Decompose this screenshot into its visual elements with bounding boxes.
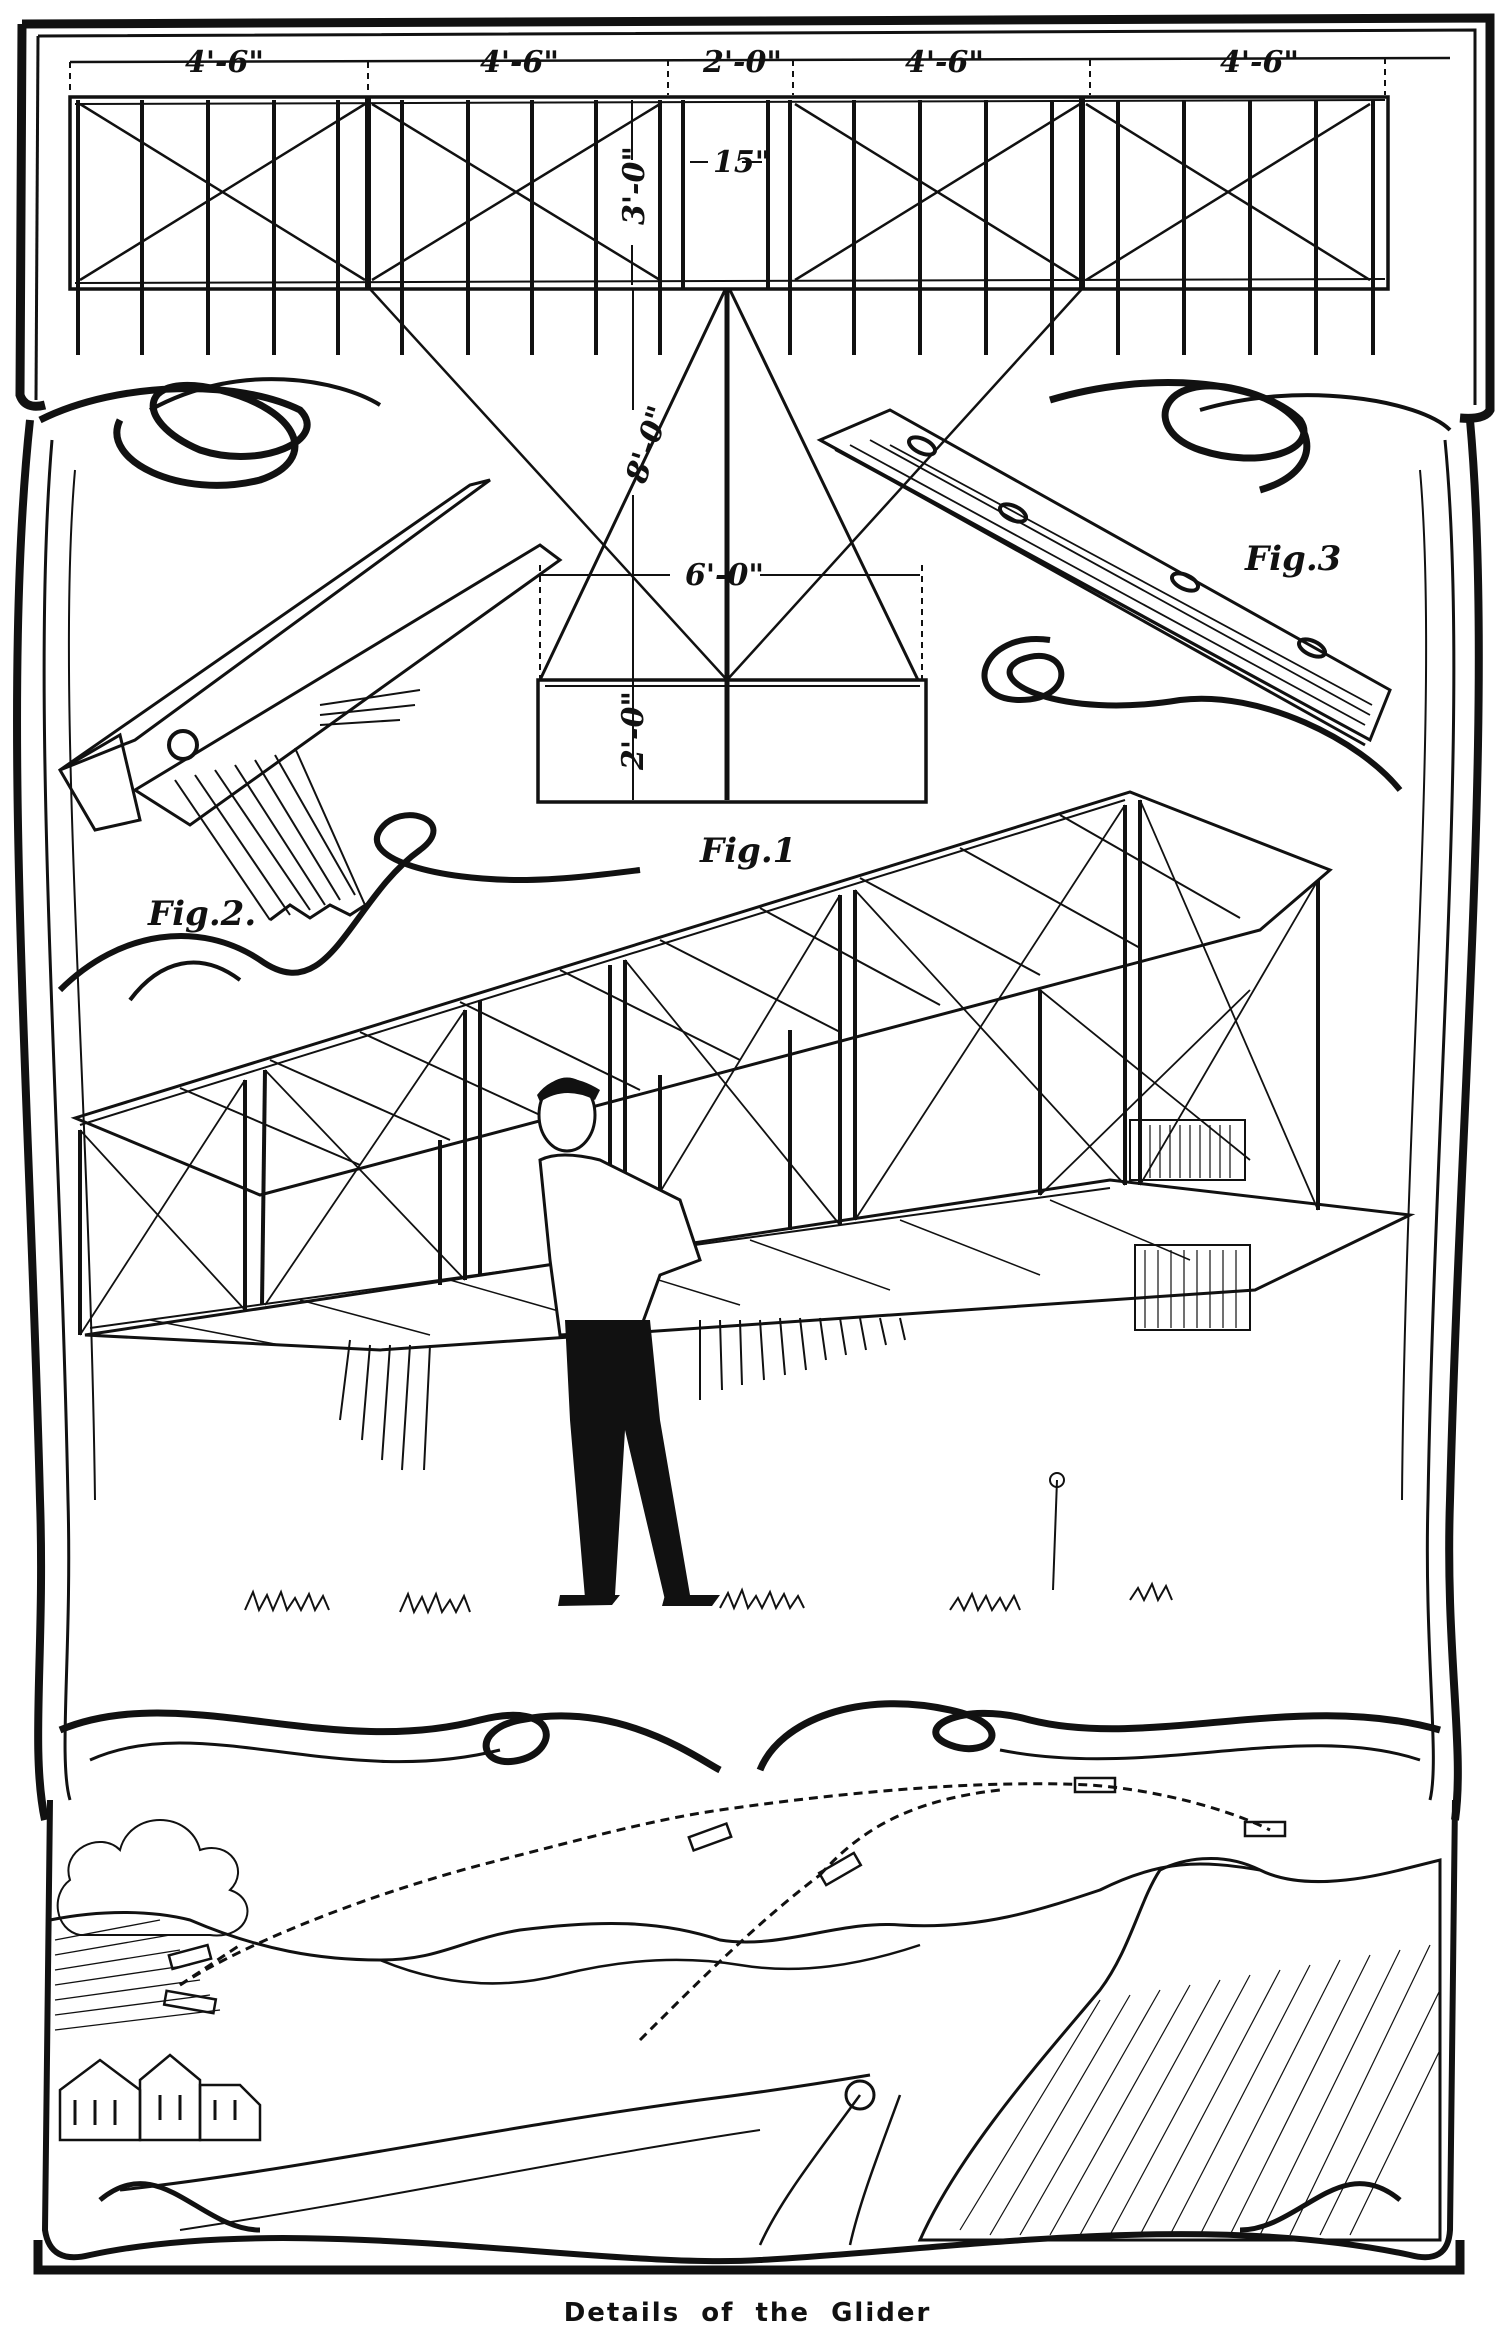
dim-label-tail-width: 6'-0" xyxy=(685,558,764,593)
dim-label-1: 4'-6" xyxy=(185,45,264,80)
fig2-label: Fig.2. xyxy=(147,894,256,934)
dim-label-wing-depth: 3'-0" xyxy=(617,146,652,225)
dim-label-3: 2'-0" xyxy=(702,45,782,80)
figure-caption: Details of the Glider xyxy=(0,2298,1495,2328)
ornamental-border xyxy=(13,13,1495,2275)
man-figure xyxy=(537,1077,720,1606)
dim-label-center-gap: 15" xyxy=(713,145,770,180)
fig3-strut-drawing xyxy=(816,408,1392,747)
dim-label-boom-length: 8'-0" xyxy=(619,402,677,489)
dim-label-tail-depth: 2'-0" xyxy=(616,691,651,771)
dim-label-4: 4'-6" xyxy=(905,45,984,80)
glider-perspective-drawing xyxy=(70,790,1416,1352)
grass-ground xyxy=(244,1317,1173,1615)
fig2-joint-drawing xyxy=(57,478,563,922)
dim-label-5: 4'-6" xyxy=(1220,45,1299,80)
plan-view-drawing xyxy=(68,56,1451,804)
landscape-scene xyxy=(49,1776,1442,2246)
fig1-label: Fig.1 xyxy=(699,831,796,871)
caption-text: Details of the Glider xyxy=(563,2298,932,2328)
dimension-labels: 4'-6" 4'-6" 2'-0" 4'-6" 4'-6" 3'-0" 15" … xyxy=(185,45,1299,771)
dim-label-2: 4'-6" xyxy=(480,45,559,80)
fig3-label: Fig.3 xyxy=(1244,539,1341,579)
